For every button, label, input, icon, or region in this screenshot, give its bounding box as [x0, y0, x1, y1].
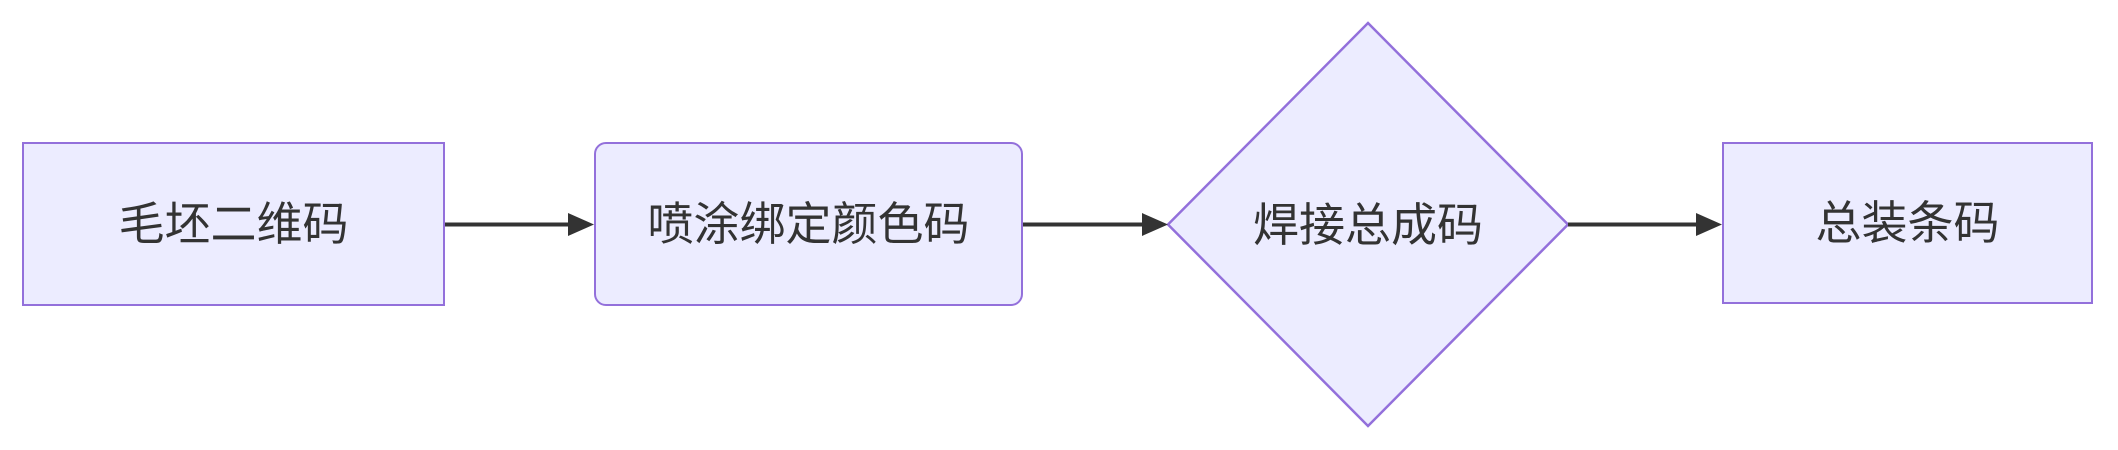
flowchart-node-final-assembly-barcode: 总装条码: [1722, 142, 2093, 304]
flowchart-node-blank-qr-code: 毛坯二维码: [22, 142, 445, 306]
arrowhead-icon: [568, 213, 594, 236]
flowchart-node-paint-binding-color-code: 喷涂绑定颜色码: [594, 142, 1023, 306]
edge-welding-assembly-to-final-assembly: [1568, 213, 1722, 236]
arrowhead-icon: [1696, 213, 1722, 236]
edge-paint-color-to-welding-assembly: [1023, 213, 1168, 236]
edge-blank-qr-to-paint-color: [445, 213, 594, 236]
node-label: 总装条码: [1815, 197, 2000, 249]
diamond-shape-welding-assembly-code: [1166, 21, 1570, 428]
arrowhead-icon: [1142, 213, 1168, 236]
node-label: 毛坯二维码: [118, 198, 349, 250]
node-label: 喷涂绑定颜色码: [647, 198, 970, 250]
